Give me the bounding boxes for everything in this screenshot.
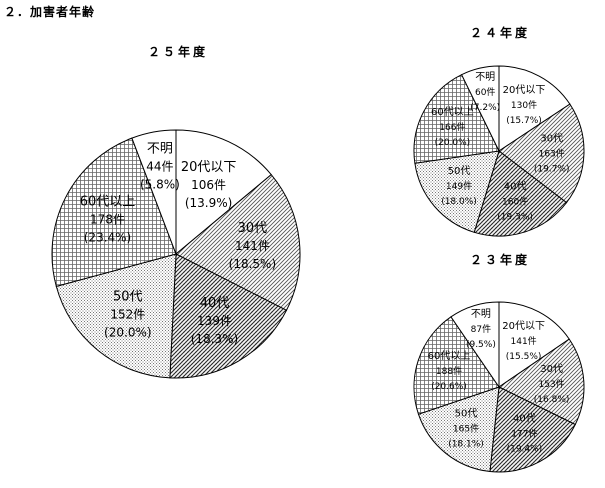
pie-label-fy23-3-name: 50代	[455, 408, 478, 420]
pie-slice-fy23-2	[489, 386, 576, 473]
pie-label-fy25-5-name: 不明	[147, 142, 173, 157]
pie-label-fy23-1-count: 153件	[539, 378, 565, 390]
pie-label-fy25-5-count: 44件	[146, 160, 173, 174]
pie-label-fy25-3-name: 50代	[113, 289, 143, 304]
pie-label-fy25-2-name: 40代	[200, 296, 230, 311]
pie-label-fy23-4-count: 188件	[436, 365, 462, 377]
pie-label-fy23-1-name: 30代	[540, 363, 563, 375]
pie-label-fy25-4-name: 60代以上	[80, 195, 136, 210]
pie-slice-fy25-0	[175, 129, 272, 256]
pie-slice-fy25-2	[169, 253, 288, 379]
pie-slice-fy23-4	[413, 316, 500, 415]
pie-label-fy24-1-pct: (19.7%)	[534, 164, 570, 174]
pie-slice-fy25-4	[51, 137, 177, 288]
chart-title-fy24: ２４年度	[470, 26, 531, 40]
pie-label-fy25-3-pct: (20.0%)	[104, 325, 151, 339]
pie-label-fy23-5-name: 不明	[471, 308, 491, 320]
pie-slice-fy24-1	[498, 103, 585, 204]
section-heading: ２．加害者年齢	[4, 5, 96, 19]
pie-slice-fy23-3	[417, 386, 500, 473]
pie-label-fy25-4-count: 178件	[90, 213, 125, 227]
pie-label-fy24-4-count: 166件	[439, 121, 465, 133]
pie-slice-fy24-3	[414, 150, 500, 233]
pie-slice-fy25-3	[55, 253, 177, 379]
pie-slice-fy24-0	[498, 65, 571, 152]
pie-label-fy23-0-name: 20代以下	[502, 320, 545, 332]
pie-label-fy23-5-pct: (9.5%)	[466, 340, 496, 350]
pie-label-fy23-0-pct: (15.5%)	[506, 352, 542, 362]
pie-label-fy23-1-pct: (16.8%)	[534, 395, 570, 405]
pie-label-fy24-2-count: 160件	[502, 196, 528, 208]
pie-label-fy25-1-name: 30代	[238, 221, 268, 236]
pie-label-fy23-3-pct: (18.1%)	[448, 440, 484, 450]
pie-label-fy25-1-pct: (18.5%)	[229, 257, 276, 271]
pie-label-fy25-0-name: 20代以下	[181, 160, 237, 175]
pie-slice-fy23-0	[498, 301, 570, 388]
pie-slice-fy23-5	[450, 301, 500, 389]
chart-title-fy23: ２３年度	[470, 253, 531, 267]
pie-label-fy24-1-count: 163件	[539, 147, 565, 159]
pie-label-fy24-0-name: 20代以下	[503, 84, 546, 96]
pie-label-fy24-2-name: 40代	[504, 181, 527, 193]
pie-label-fy25-3-count: 152件	[110, 307, 145, 321]
pie-label-fy24-0-pct: (15.7%)	[506, 116, 542, 126]
pie-label-fy23-2-name: 40代	[513, 413, 536, 425]
pie-slice-fy25-1	[175, 173, 301, 311]
pie-label-fy23-3-count: 165件	[453, 423, 479, 435]
pie-label-fy23-0-count: 141件	[511, 335, 537, 347]
pie-slice-fy24-2	[473, 150, 568, 237]
pie-label-fy24-5-count: 60件	[475, 86, 495, 98]
pie-label-fy23-4-pct: (20.6%)	[431, 382, 467, 392]
pie-label-fy25-4-pct: (23.4%)	[84, 231, 131, 245]
pie-label-fy23-5-count: 87件	[471, 323, 491, 335]
pie-label-fy25-2-pct: (18.3%)	[191, 332, 238, 346]
pie-label-fy24-1-name: 30代	[540, 132, 563, 144]
pie-label-fy24-3-pct: (18.0%)	[441, 197, 477, 207]
chart-title-fy25: ２５年度	[148, 45, 209, 59]
pie-label-fy24-4-name: 60代以上	[431, 106, 474, 118]
pie-slice-fy24-5	[460, 65, 500, 152]
pie-label-fy24-0-count: 130件	[511, 99, 537, 111]
pie-label-fy24-2-pct: (19.3%)	[497, 213, 533, 223]
pie-label-fy24-5-name: 不明	[475, 71, 495, 83]
pie-label-fy24-3-count: 149件	[446, 180, 472, 192]
pie-label-fy23-2-count: 177件	[511, 428, 537, 440]
pie-label-fy25-0-count: 106件	[191, 178, 226, 192]
pie-label-fy24-5-pct: (7.2%)	[470, 103, 500, 113]
pie-label-fy25-0-pct: (13.9%)	[185, 196, 232, 210]
pie-label-fy25-5-pct: (5.8%)	[140, 178, 180, 192]
pie-slice-fy23-1	[498, 338, 585, 426]
pie-label-fy25-1-count: 141件	[235, 239, 270, 253]
pie-slice-fy24-4	[413, 73, 500, 164]
pie-slice-fy25-5	[131, 129, 177, 255]
pie-label-fy25-2-count: 139件	[197, 314, 232, 328]
pie-label-fy23-4-name: 60代以上	[428, 350, 471, 362]
pie-label-fy24-4-pct: (20.0%)	[435, 138, 471, 148]
pie-label-fy23-2-pct: (19.4%)	[507, 445, 543, 455]
pie-label-fy24-3-name: 50代	[448, 165, 471, 177]
